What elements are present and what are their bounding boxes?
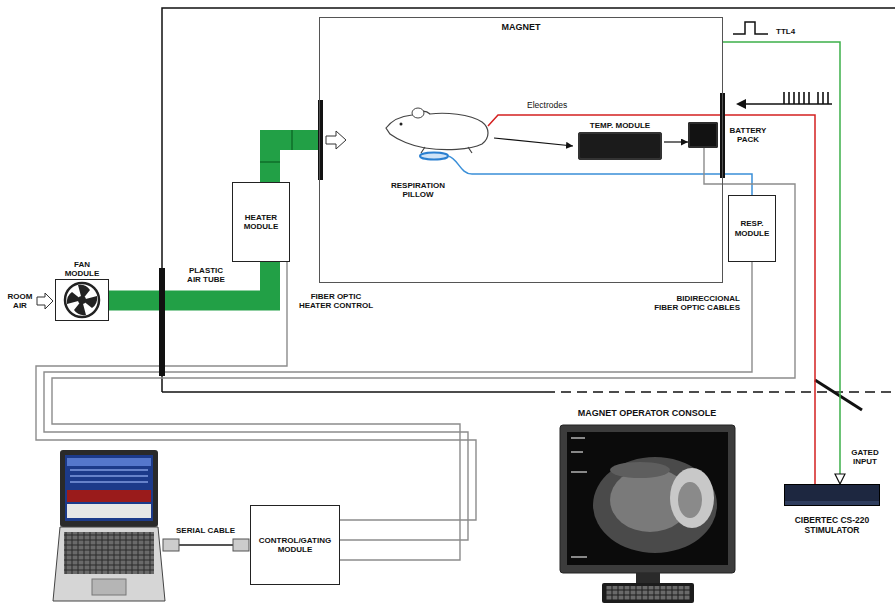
serial-plug <box>163 539 179 551</box>
plastic-air-tube <box>109 262 270 300</box>
fan-blades <box>67 285 97 315</box>
screen-band <box>67 490 151 502</box>
ttl-trigger-line <box>722 42 840 484</box>
stimulator-body <box>784 484 880 506</box>
cable-label: FIBER OPTIC HEATER CONTROL <box>296 292 376 310</box>
wall-bar <box>720 93 725 178</box>
part-label: PLASTIC AIR TUBE <box>184 266 228 284</box>
fiber-optic-cable <box>36 262 476 520</box>
fiber-optic-cable <box>44 262 752 540</box>
console-label: MAGNET OPERATOR CONSOLE <box>572 408 722 418</box>
monitor-stand <box>636 573 660 583</box>
pulse-train <box>736 92 832 109</box>
wall-bar <box>159 268 165 376</box>
air-tube-upper <box>260 130 322 182</box>
cable-label: BIDIRECCIONAL FIBER OPTIC CABLES <box>652 294 740 312</box>
pulse-arrowhead <box>736 99 746 109</box>
fan-icon <box>65 283 99 317</box>
monitor-frame <box>560 425 735 573</box>
laptop-base <box>53 527 165 601</box>
mri-image <box>610 462 670 478</box>
mri-image <box>593 457 717 553</box>
rat-eye <box>400 123 403 126</box>
console-keyboard <box>602 583 694 603</box>
touchpad <box>92 579 126 595</box>
wall-bar <box>318 100 323 180</box>
screen-lines <box>70 470 148 482</box>
door-line <box>815 380 862 410</box>
node-label: BATTERY PACK <box>726 126 770 144</box>
temperature-probe-wire <box>494 138 573 146</box>
screen-panel <box>67 504 151 518</box>
node-label: MAGNET <box>320 18 722 32</box>
signal-name: TTL4 <box>776 27 795 36</box>
input-label: GATED INPUT <box>849 448 881 466</box>
serial-wire <box>179 544 233 546</box>
resp-module: RESP. MODULE <box>728 195 776 262</box>
node-label: RESP. MODULE <box>732 219 772 237</box>
operator-console <box>560 425 735 603</box>
pulse-lines <box>744 92 832 104</box>
wall-dashed-line <box>545 391 895 393</box>
mri-heart <box>678 482 702 518</box>
connectors <box>36 42 840 560</box>
wall-line <box>162 8 895 392</box>
node-label: CIBERTEC CS-220 STIMULATOR <box>784 516 880 536</box>
keyboard-keys <box>64 532 154 574</box>
airflow-arrow <box>326 131 346 149</box>
airflow-arrow <box>37 293 53 309</box>
stimulator: CIBERTEC CS-220 STIMULATOR <box>782 484 882 536</box>
laptop <box>53 450 165 601</box>
wire-label: Electrodes <box>527 101 567 111</box>
node-label: FAN MODULE <box>60 260 104 278</box>
node-label: HEATER MODULE <box>236 213 286 231</box>
screen-bar <box>67 458 151 466</box>
rat-ear <box>412 108 424 118</box>
heater-module: HEATER MODULE <box>232 182 290 262</box>
battery-pack: BATTERY PACK <box>688 122 772 148</box>
pillow-tube <box>448 156 752 195</box>
magnet-bore: MAGNET TEMP. MODULE <box>320 18 722 282</box>
airflow-label: ROOM AIR <box>5 292 35 310</box>
mri-heart <box>670 468 714 528</box>
serial-cable <box>163 539 249 551</box>
screen-overlay-marks <box>571 438 587 557</box>
fan-module: FAN MODULE <box>55 260 109 321</box>
temp-module: TEMP. MODULE <box>576 121 664 160</box>
console-keys <box>606 586 690 600</box>
fan-ring <box>65 283 99 317</box>
laptop-screen <box>65 455 153 521</box>
control-gating-module: CONTROL/GATING MODULE <box>250 505 340 585</box>
cable-label: SERIAL CABLE <box>176 526 235 535</box>
tube-joint <box>260 130 292 162</box>
signal-wire <box>664 141 688 142</box>
monitor-screen <box>567 432 728 565</box>
keyboard <box>64 532 154 574</box>
part-label: RESPIRATION PILLOW <box>388 181 448 199</box>
rat-figure <box>386 108 488 153</box>
battery-pack-body <box>688 122 718 148</box>
fan-module-body <box>55 279 109 321</box>
temp-module-body <box>578 132 662 160</box>
serial-plug <box>233 539 249 551</box>
wall-line <box>162 391 545 393</box>
laptop-lid <box>60 450 158 527</box>
rat-body <box>386 111 488 150</box>
ttl-waveform <box>733 22 768 34</box>
fiber-optic-cable <box>52 148 795 560</box>
node-label: CONTROL/GATING MODULE <box>254 536 336 554</box>
node-label: TEMP. MODULE <box>590 121 650 130</box>
pillow-shape <box>420 153 448 160</box>
fan-hub <box>78 296 86 304</box>
room-wall <box>162 8 895 410</box>
